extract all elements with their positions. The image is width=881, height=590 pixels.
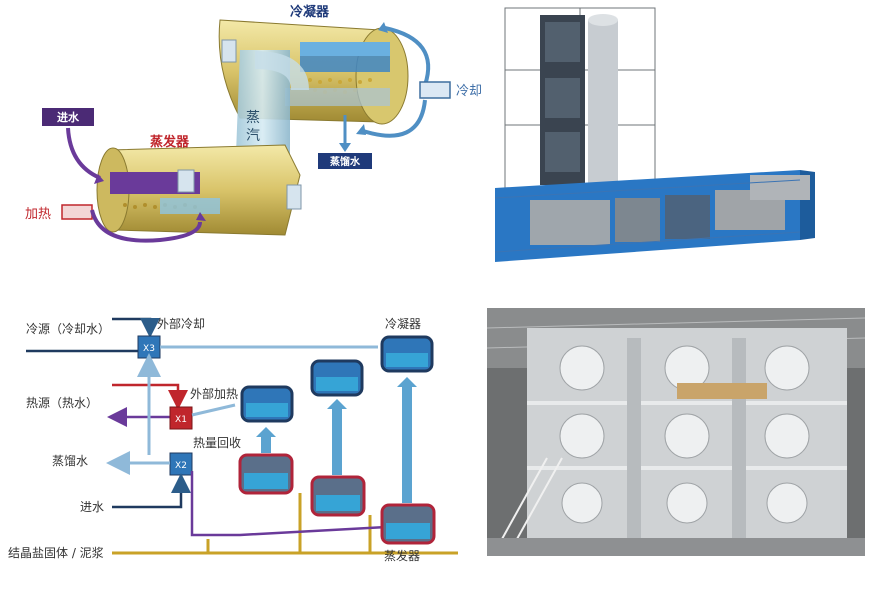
heating-loop-arrow [90, 209, 206, 243]
feed-line [190, 471, 387, 537]
label-steam-1: 蒸 [246, 110, 260, 126]
cold-water-line [112, 317, 160, 338]
label-inlet-water: 进水 [57, 110, 80, 124]
label-heating: 加热 [25, 207, 51, 222]
label-distillate: 蒸馏水 [52, 454, 88, 468]
cutaway-svg: 冷凝器 蒸发器 蒸 汽 冷却 蒸馏水 进水 加热 [25, 4, 482, 243]
exchanger-x1 [169, 406, 193, 430]
industrial-plant-photo [486, 308, 866, 556]
label-heat-recovery: 热量回收 [193, 436, 241, 450]
flow-svg: 冷源（冷却水） 热源（热水） 蒸馏水 进水 结晶盐固体 / 泥浆 外部冷却 X3… [8, 316, 458, 563]
label-steam-2: 汽 [246, 128, 260, 144]
container-plant-svg [490, 0, 881, 265]
condenser-stage-3 [380, 335, 434, 373]
mvr-cutaway-illustration: 冷凝器 蒸发器 蒸 汽 冷却 蒸馏水 进水 加热 [0, 0, 490, 265]
condenser-stage-1 [240, 385, 294, 423]
evaporator-stage-3 [380, 503, 436, 545]
evaporator-vessel [96, 144, 302, 236]
evaporator-stage-1 [238, 453, 294, 495]
vapor-arrows [256, 377, 417, 503]
label-condenser: 冷凝器 [385, 316, 421, 331]
inlet-water-badge [42, 108, 94, 126]
label-evaporator: 蒸发器 [150, 134, 190, 150]
distillate-badge [318, 153, 372, 169]
label-external-heating: 外部加热 [190, 386, 238, 401]
label-x1: X1 [175, 415, 187, 425]
condenser-stage-2 [310, 359, 364, 397]
cooling-loop-arrow [356, 22, 431, 138]
label-heat-source: 热源（热水） [26, 396, 98, 410]
cooling-box [419, 81, 451, 99]
label-external-cooling: 外部冷却 [157, 316, 205, 331]
evaporator-stage-2 [310, 475, 366, 517]
label-inlet-water: 进水 [80, 500, 104, 514]
stairs [496, 457, 563, 549]
label-distillate: 蒸馏水 [330, 155, 361, 168]
tower-vessel [588, 20, 618, 185]
label-evaporator: 蒸发器 [384, 548, 420, 563]
label-x2: X2 [175, 461, 187, 471]
label-crystal-salt: 结晶盐固体 / 泥浆 [8, 545, 104, 560]
inlet-water-arrow [66, 127, 104, 184]
container-plant-render [490, 0, 881, 265]
heating-box [61, 204, 93, 220]
label-condenser: 冷凝器 [290, 4, 330, 20]
x1-to-evap [191, 403, 236, 417]
label-cold-source: 冷源（冷却水） [26, 322, 110, 336]
hot-water-line [112, 383, 188, 410]
label-cooling: 冷却 [456, 84, 482, 99]
process-flow-diagram: 冷源（冷却水） 热源（热水） 蒸馏水 进水 结晶盐固体 / 泥浆 外部冷却 X3… [0, 295, 470, 586]
plant-photo-svg [486, 308, 866, 556]
distillate-arrow [339, 115, 351, 152]
inlet-water-line [112, 473, 191, 509]
label-x3: X3 [143, 344, 155, 354]
